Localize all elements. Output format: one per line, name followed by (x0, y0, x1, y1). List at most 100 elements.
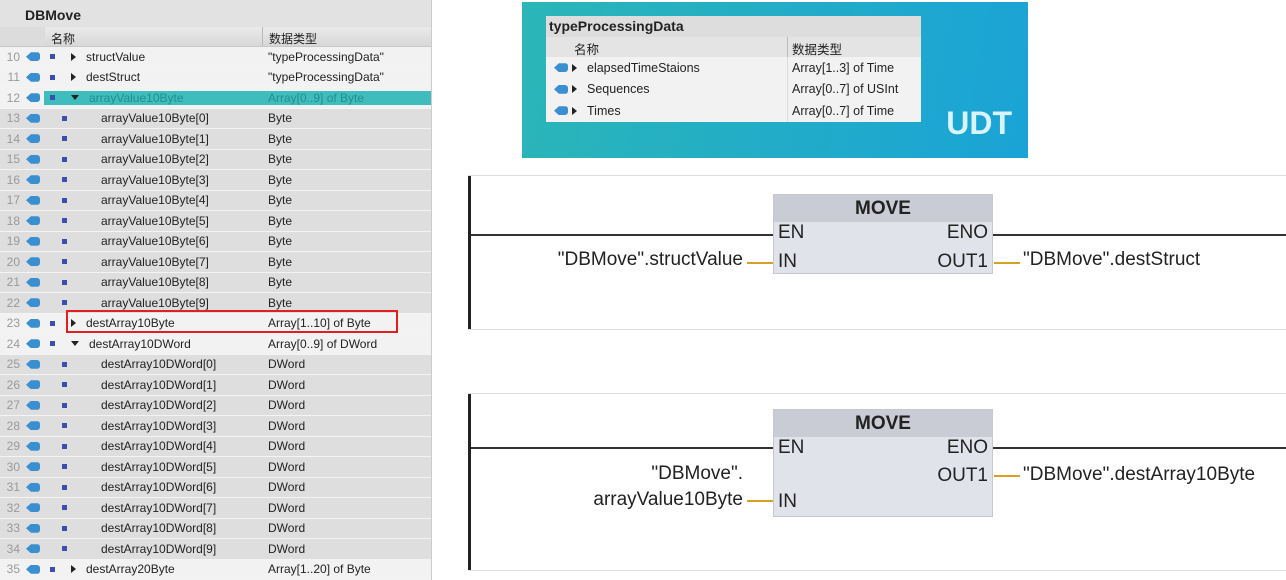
interface-icon (26, 339, 40, 349)
interface-icon (26, 482, 40, 492)
member-icon (62, 484, 67, 490)
col-name-header[interactable]: 名称 (45, 27, 263, 46)
pin-eno: ENO (946, 222, 988, 243)
power-rail (468, 176, 471, 329)
expand-icon[interactable] (572, 63, 577, 72)
highlight-box (66, 310, 398, 333)
expand-icon[interactable] (71, 565, 76, 574)
row-number: 31 (6, 480, 20, 495)
network-1: MOVE EN ENO IN OUT1 "DBMove".structValue… (468, 175, 1286, 330)
in-operand[interactable]: "DBMove".structValue (557, 249, 743, 270)
row-name: destArray10DWord[7] (101, 500, 217, 515)
udt-col-type: 数据类型 (792, 43, 843, 57)
row-type: Array[1..20] of Byte (268, 562, 371, 577)
row-number: 15 (6, 152, 20, 167)
interface-icon (26, 400, 40, 410)
pin-en: EN (778, 222, 805, 243)
interface-icon (26, 216, 40, 226)
interface-icon (26, 134, 40, 144)
row-name: arrayValue10Byte[7] (101, 254, 209, 269)
row-type: Byte (268, 172, 293, 187)
in-operand-line1[interactable]: "DBMove". (651, 463, 743, 484)
row-name: destArray10DWord[9] (101, 541, 217, 556)
pin-eno: ENO (946, 437, 988, 458)
interface-icon (26, 277, 40, 287)
row-name: destArray10DWord[8] (101, 521, 217, 536)
member-icon (62, 423, 67, 429)
out-operand[interactable]: "DBMove".destStruct (1023, 249, 1201, 270)
row-number: 29 (6, 439, 20, 454)
row-type: Byte (268, 152, 293, 167)
interface-icon (26, 421, 40, 431)
expand-icon[interactable] (572, 85, 577, 94)
member-icon (62, 115, 67, 121)
expand-icon[interactable] (71, 73, 76, 82)
row-name: structValue (86, 49, 146, 64)
row-name: destArray10DWord[1] (101, 377, 217, 392)
row-number: 25 (6, 357, 20, 372)
interface-icon (26, 236, 40, 246)
table-row[interactable]: 15 arrayValue10Byte[2] Byte (0, 149, 431, 170)
row-name: arrayValue10Byte[2] (101, 152, 209, 167)
expand-icon[interactable] (71, 52, 76, 61)
move-block-2[interactable]: MOVE EN ENO IN OUT1 (773, 409, 993, 517)
row-number: 20 (6, 254, 20, 269)
col-type-header[interactable]: 数据类型 (269, 32, 318, 46)
row-type: DWord (268, 521, 306, 536)
row-number: 11 (7, 70, 20, 85)
interface-icon (554, 106, 568, 116)
member-icon (62, 279, 67, 285)
row-name: arrayValue10Byte[8] (101, 275, 209, 290)
member-icon (62, 443, 67, 449)
row-number: 23 (6, 316, 20, 331)
interface-icon (26, 72, 40, 82)
out-operand[interactable]: "DBMove".destArray10Byte (1023, 464, 1256, 485)
in-operand-line2[interactable]: arrayValue10Byte (593, 489, 743, 510)
interface-icon (26, 380, 40, 390)
row-number: 13 (6, 111, 20, 126)
pin-in: IN (778, 251, 797, 272)
row-name: arrayValue10Byte[3] (101, 172, 209, 187)
row-name: arrayValue10Byte (89, 90, 184, 105)
column-header: 名称 数据类型 (0, 27, 431, 47)
interface-icon (26, 544, 40, 554)
row-number: 19 (6, 234, 20, 249)
expand-icon[interactable] (71, 319, 76, 328)
collapse-icon[interactable] (71, 341, 79, 347)
expand-icon[interactable] (572, 106, 577, 115)
collapse-icon[interactable] (71, 95, 79, 101)
member-icon (50, 566, 55, 572)
power-rail (468, 394, 471, 570)
member-icon (50, 95, 55, 101)
move-block-1[interactable]: MOVE EN ENO IN OUT1 (773, 194, 993, 274)
